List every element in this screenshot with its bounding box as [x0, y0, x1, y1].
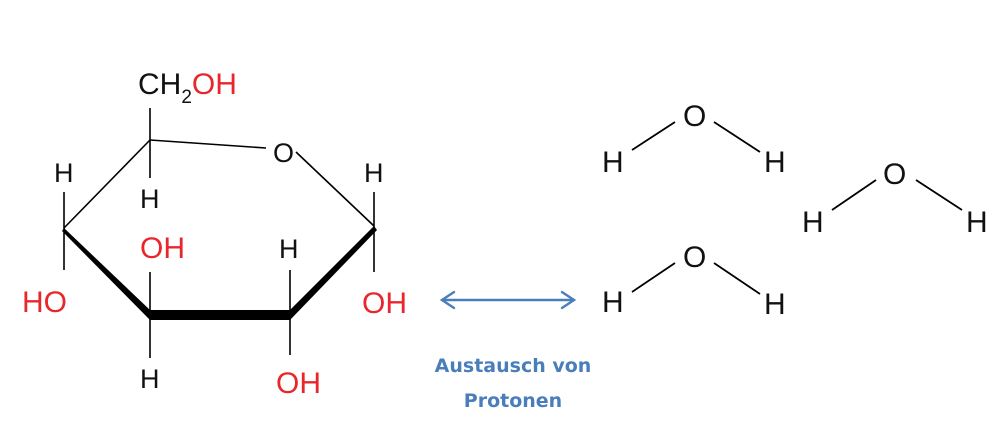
bond-c4-c3-wedge: [62, 228, 150, 320]
ch2oh-oh-text: OH: [192, 68, 237, 101]
oh-c2-down-label: OH: [276, 367, 321, 400]
exchange-arrow: [439, 290, 577, 310]
exchange-caption-line2: Protonen: [464, 390, 562, 412]
water-molecule-3: O H H: [602, 241, 786, 321]
water1-hydrogen-left: H: [602, 146, 624, 179]
h-c5-down-label: H: [140, 184, 160, 214]
ch2-text: CH: [138, 68, 181, 101]
ch2-subscript: 2: [181, 87, 192, 108]
exchange-caption-line1: Austausch von: [435, 355, 592, 377]
bond-c2-c1-wedge: [290, 226, 377, 320]
water2-oxygen: O: [883, 158, 906, 191]
water2-hydrogen-right: H: [966, 206, 988, 239]
water1-bond-left: [631, 121, 676, 151]
glucose-ring: [62, 108, 377, 358]
arrow-head-left: [439, 290, 456, 310]
water-molecule-1: O H H: [602, 100, 786, 179]
water2-bond-right: [915, 179, 963, 211]
water2-bond-left: [831, 179, 877, 211]
h-c3-down-label: H: [140, 364, 160, 394]
bond-o-c1: [295, 151, 375, 227]
ring-oxygen-label: O: [273, 138, 294, 168]
water3-hydrogen-left: H: [602, 286, 624, 319]
arrow-head-right: [560, 290, 577, 310]
water3-bond-left: [631, 262, 676, 293]
water1-bond-right: [713, 121, 761, 153]
ch2oh-label: CH2OH: [138, 68, 237, 108]
bond-c5-c4: [63, 139, 151, 229]
water1-hydrogen-right: H: [764, 146, 786, 179]
oh-c1-down-label: OH: [362, 287, 407, 320]
water1-oxygen: O: [683, 100, 706, 133]
bond-c5-o: [149, 139, 267, 149]
glucose-labels: CH2OH O H H H OH H HO OH H OH: [22, 68, 407, 400]
water3-oxygen: O: [683, 241, 706, 274]
oh-c3-up-label: OH: [140, 232, 185, 265]
water-molecule-2: O H H: [802, 158, 988, 239]
h-c4-up-label: H: [54, 158, 74, 188]
water3-hydrogen-right: H: [764, 288, 786, 321]
h-c1-up-label: H: [364, 158, 384, 188]
ho-c4-label: HO: [22, 286, 67, 319]
h-c2-up-label: H: [279, 234, 299, 264]
water3-bond-right: [713, 262, 761, 295]
water2-hydrogen-left: H: [802, 206, 824, 239]
